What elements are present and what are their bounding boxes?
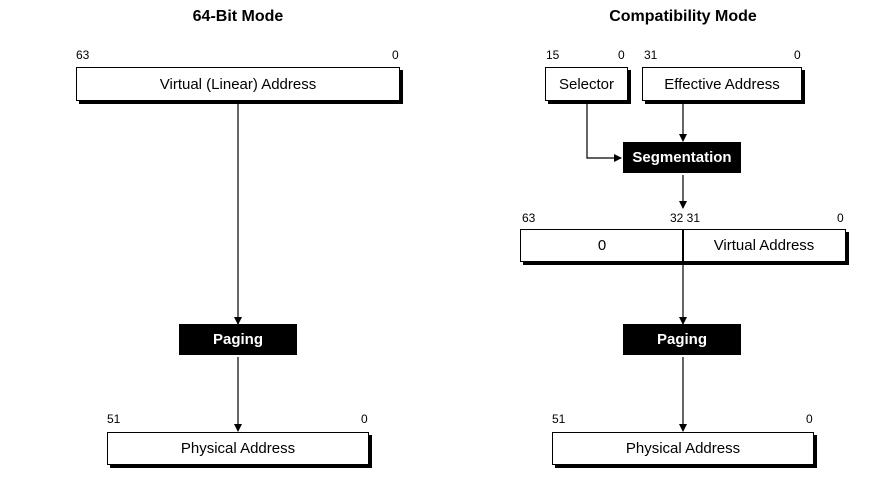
bit-label-0: 0 [618, 48, 625, 62]
title-compatibility-mode: Compatibility Mode [609, 8, 757, 25]
segmentation-block: Segmentation [623, 142, 741, 173]
bit-label-31: 31 [644, 48, 658, 62]
selector-box: Selector [545, 67, 628, 101]
upper-bits-zero-field: 0 [597, 237, 607, 254]
bit-label-0: 0 [837, 211, 844, 225]
bit-label-0: 0 [392, 48, 399, 62]
paging-block: Paging [623, 324, 741, 355]
bit-label-63: 63 [522, 211, 536, 225]
bit-label-32-31: 32 31 [670, 211, 701, 225]
bit-label-0: 0 [794, 48, 801, 62]
bit-label-15: 15 [546, 48, 560, 62]
bit-label-51: 51 [552, 412, 566, 426]
virtual-linear-address-box: Virtual (Linear) Address [76, 67, 400, 101]
physical-address-box: Physical Address [107, 432, 369, 465]
bit-label-63: 63 [76, 48, 90, 62]
title-64-bit-mode: 64-Bit Mode [192, 8, 284, 25]
arrow-selector-to-segmentation [586, 103, 622, 162]
bit-label-51: 51 [107, 412, 121, 426]
bit-divider [682, 229, 684, 262]
effective-address-box: Effective Address [642, 67, 802, 101]
bit-label-0: 0 [806, 412, 813, 426]
paging-block: Paging [179, 324, 297, 355]
virtual-address-field: Virtual Address [713, 237, 815, 254]
bit-label-0: 0 [361, 412, 368, 426]
physical-address-box: Physical Address [552, 432, 814, 465]
